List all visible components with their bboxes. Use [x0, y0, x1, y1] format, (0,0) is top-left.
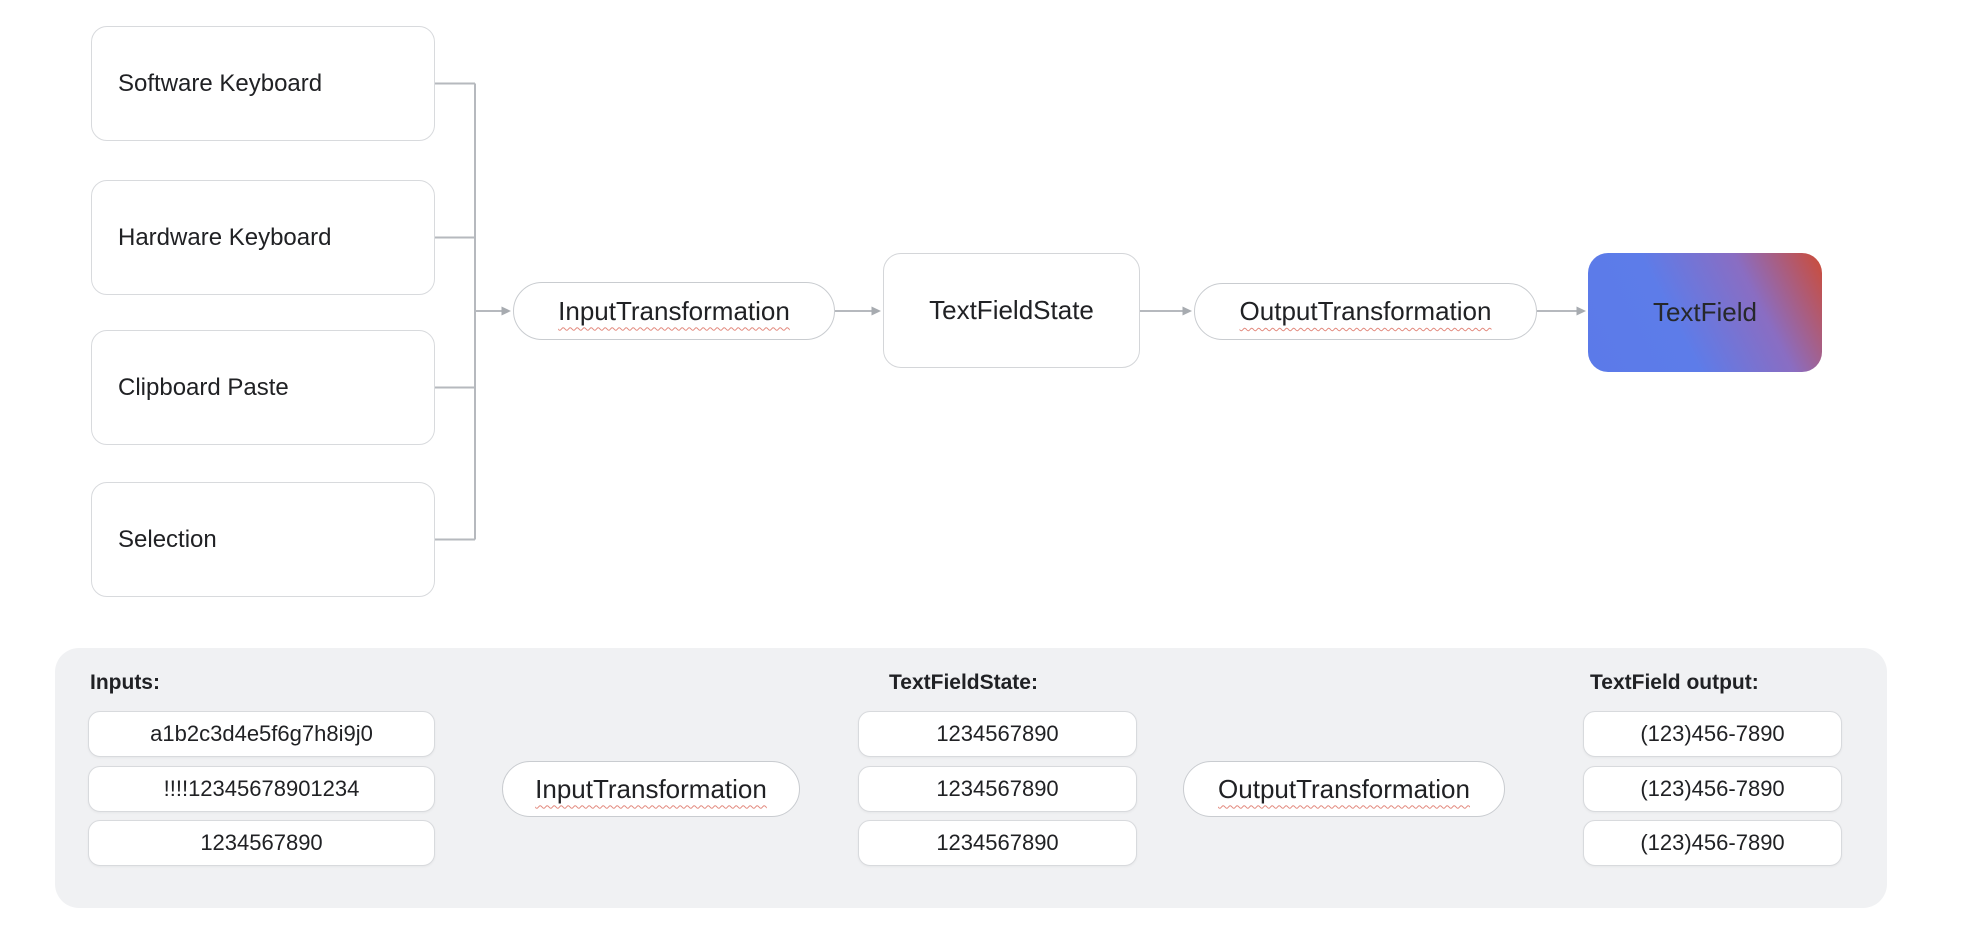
output-value-box: (123)456-7890 [1583, 711, 1842, 757]
input-transformation-example-node: InputTransformation [502, 761, 800, 817]
input-transformation-label: InputTransformation [558, 295, 790, 326]
input-transformation-node: InputTransformation [513, 282, 835, 340]
source-label: Selection [118, 525, 217, 553]
state-value-box: 1234567890 [858, 711, 1137, 757]
output-transformation-example-node: OutputTransformation [1183, 761, 1505, 817]
output-column-label: TextField output: [1590, 671, 1759, 694]
source-box-software-keyboard: Software Keyboard [91, 26, 435, 141]
output-value-box: (123)456-7890 [1583, 766, 1842, 812]
output-transformation-node: OutputTransformation [1194, 283, 1537, 340]
text-field-label: TextField [1652, 297, 1758, 327]
output-transformation-label: OutputTransformation [1239, 296, 1492, 326]
input-value-box: !!!!12345678901234 [88, 766, 435, 812]
state-value: 1234567890 [936, 830, 1059, 855]
output-value-box: (123)456-7890 [1583, 820, 1842, 866]
source-label: Clipboard Paste [118, 373, 289, 401]
source-box-hardware-keyboard: Hardware Keyboard [91, 180, 435, 295]
state-column-label: TextFieldState: [889, 671, 1038, 694]
output-transformation-label: OutputTransformation [1218, 773, 1470, 804]
text-field-state-label: TextFieldState [929, 295, 1094, 325]
output-value: (123)456-7890 [1640, 776, 1785, 801]
source-label: Hardware Keyboard [118, 223, 332, 251]
input-value-box: 1234567890 [88, 820, 435, 866]
input-transformation-label: InputTransformation [535, 773, 767, 804]
output-value: (123)456-7890 [1640, 830, 1785, 855]
source-box-selection: Selection [91, 482, 435, 597]
source-box-clipboard-paste: Clipboard Paste [91, 330, 435, 445]
state-value: 1234567890 [936, 721, 1059, 746]
output-value: (123)456-7890 [1640, 721, 1785, 746]
inputs-column-label: Inputs: [90, 671, 160, 694]
text-field-node: TextField [1588, 253, 1822, 372]
text-field-state-node: TextFieldState [883, 253, 1140, 368]
input-value: 1234567890 [200, 830, 323, 855]
input-value: a1b2c3d4e5f6g7h8i9j0 [150, 721, 373, 746]
state-value-box: 1234567890 [858, 766, 1137, 812]
input-value: !!!!12345678901234 [163, 776, 360, 801]
source-label: Software Keyboard [118, 69, 323, 97]
state-value-box: 1234567890 [858, 820, 1137, 866]
input-value-box: a1b2c3d4e5f6g7h8i9j0 [88, 711, 435, 757]
state-value: 1234567890 [936, 776, 1059, 801]
